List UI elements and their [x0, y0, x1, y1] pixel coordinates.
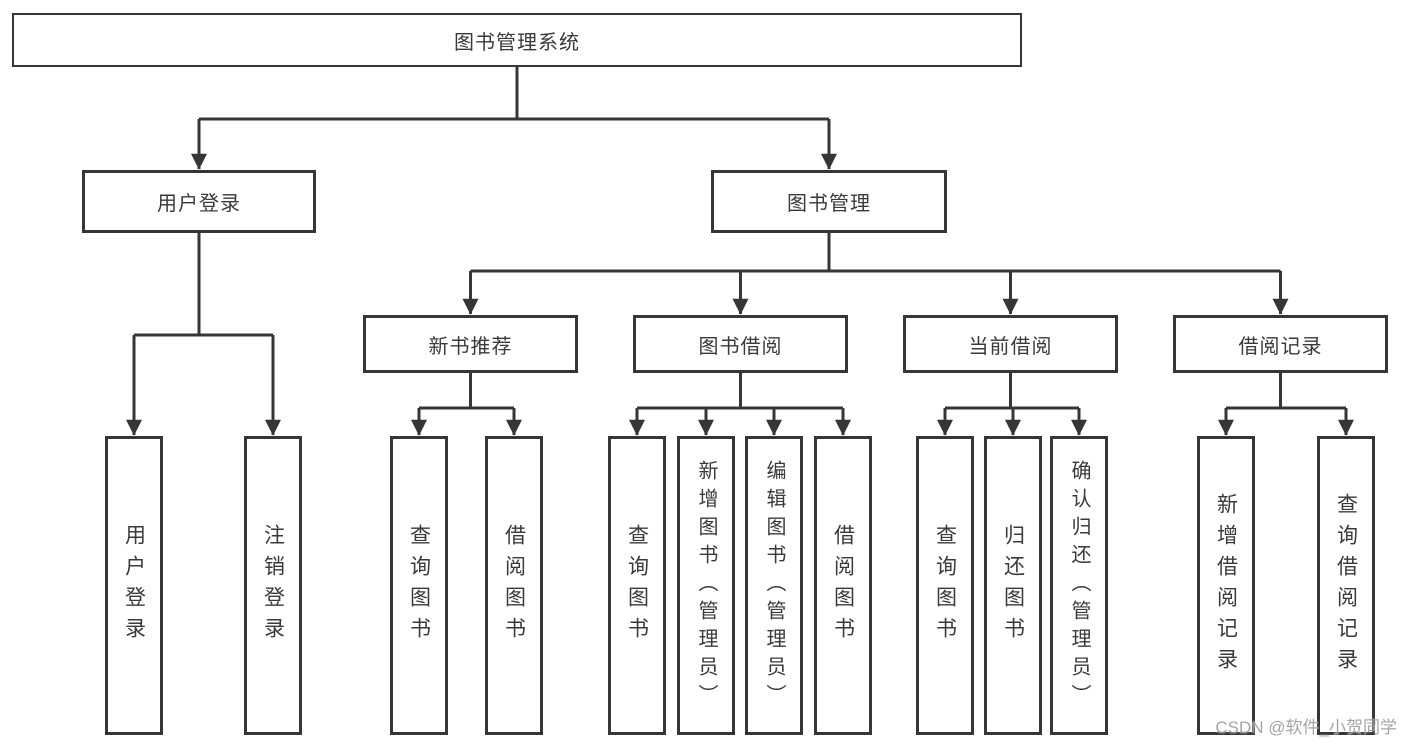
- leaf-borrow-edit-books-admin-label: 编辑图书（管理员）: [763, 459, 785, 712]
- connector-book-borrow-subtree: [629, 373, 851, 436]
- leaf-records-add-record-label: 新增借阅记录: [1214, 492, 1238, 679]
- node-book-management-label: 图书管理: [787, 193, 871, 215]
- leaf-current-confirm-return-admin: 确认归还（管理员）: [1050, 436, 1108, 735]
- connector-book-management-to-level3: [462, 233, 1289, 315]
- leaf-newbook-query-books-label: 查询图书: [407, 523, 431, 648]
- leaf-current-confirm-return-admin-label: 确认归还（管理员）: [1068, 459, 1090, 712]
- leaf-borrow-query-books: 查询图书: [608, 436, 666, 735]
- connector-borrow-records-subtree: [1218, 373, 1354, 436]
- node-borrow-records: 借阅记录: [1173, 315, 1388, 373]
- connector-current-borrow-subtree: [937, 373, 1087, 436]
- leaf-records-add-record: 新增借阅记录: [1197, 436, 1255, 735]
- leaf-current-return-books-label: 归还图书: [1001, 523, 1025, 648]
- csdn-watermark: CSDN @软件_小贺同学: [1215, 718, 1397, 737]
- leaf-borrow-query-books-label: 查询图书: [625, 523, 649, 648]
- leaf-records-query-record: 查询借阅记录: [1317, 436, 1375, 735]
- leaf-newbook-borrow-books: 借阅图书: [485, 436, 543, 735]
- connector-user-login-subtree: [126, 233, 281, 436]
- leaf-logout: 注销登录: [244, 436, 302, 735]
- leaf-user-login-label: 用户登录: [122, 523, 146, 648]
- leaf-borrow-add-books-admin-label: 新增图书（管理员）: [695, 459, 717, 712]
- node-root-label: 图书管理系统: [454, 31, 580, 54]
- leaf-newbook-borrow-books-label: 借阅图书: [502, 523, 526, 648]
- node-new-book-recommend-label: 新书推荐: [428, 335, 513, 358]
- leaf-borrow-borrow-books-label: 借阅图书: [831, 523, 855, 648]
- node-root: 图书管理系统: [12, 13, 1022, 67]
- leaf-current-query-books-label: 查询图书: [933, 523, 957, 648]
- connector-new-book-subtree: [411, 373, 522, 436]
- leaf-borrow-edit-books-admin: 编辑图书（管理员）: [745, 436, 803, 735]
- leaf-borrow-add-books-admin: 新增图书（管理员）: [677, 436, 735, 735]
- leaf-newbook-query-books: 查询图书: [390, 436, 448, 735]
- node-book-borrow-label: 图书借阅: [698, 335, 783, 358]
- node-user-login-label: 用户登录: [157, 193, 241, 215]
- node-book-borrow: 图书借阅: [633, 315, 848, 373]
- leaf-current-query-books: 查询图书: [916, 436, 974, 735]
- leaf-logout-label: 注销登录: [261, 523, 285, 648]
- leaf-current-return-books: 归还图书: [984, 436, 1042, 735]
- node-borrow-records-label: 借阅记录: [1238, 335, 1323, 358]
- connector-root-to-level2: [191, 67, 837, 170]
- node-current-borrow: 当前借阅: [903, 315, 1118, 373]
- leaf-borrow-borrow-books: 借阅图书: [814, 436, 872, 735]
- node-current-borrow-label: 当前借阅: [968, 335, 1053, 358]
- leaf-user-login: 用户登录: [105, 436, 163, 735]
- node-book-management: 图书管理: [711, 170, 947, 233]
- node-new-book-recommend: 新书推荐: [363, 315, 578, 373]
- node-user-login: 用户登录: [82, 170, 316, 233]
- leaf-records-query-record-label: 查询借阅记录: [1334, 492, 1358, 679]
